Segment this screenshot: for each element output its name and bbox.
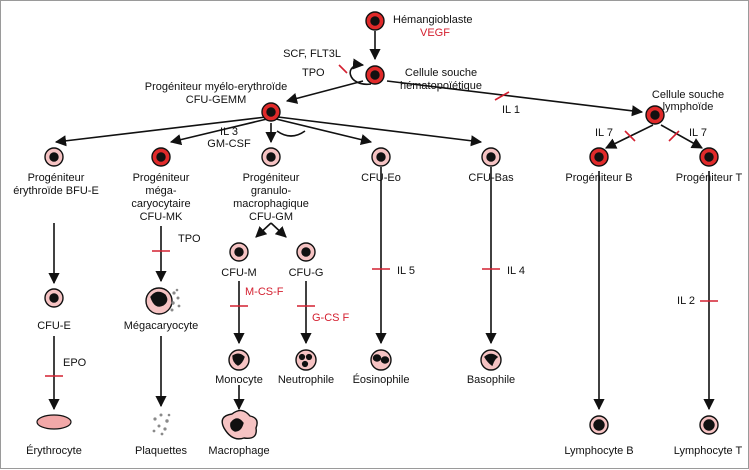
- label-epo: EPO: [63, 357, 87, 369]
- label-stem-line1: Cellule souche: [404, 67, 478, 79]
- label-lymphocyte-b: Lymphocyte B: [564, 445, 634, 457]
- label-gemm-line2: CFU-GEMM: [185, 94, 247, 106]
- cfu-g-cell: [296, 242, 316, 262]
- label-scf: SCF, FLT3L: [283, 48, 341, 60]
- label-macrophage: Macrophage: [208, 445, 270, 457]
- label-bfue-line2: érythroïde BFU-E: [13, 185, 99, 197]
- label-tpo-top: TPO: [302, 67, 325, 79]
- cfu-mk-cell: [151, 147, 171, 167]
- label-cfu-e: CFU-E: [37, 320, 71, 332]
- label-il1: IL 1: [502, 104, 520, 116]
- label-mk-line1: Progéniteur: [132, 172, 190, 184]
- label-lymph-stem-line2: lymphoïde: [662, 101, 714, 113]
- label-bfue-line1: Progéniteur: [27, 172, 85, 184]
- tick-il1: [494, 91, 510, 101]
- label-il3-line1: IL 3: [220, 126, 238, 138]
- cells: [44, 11, 719, 440]
- cfu-m-cell: [229, 242, 249, 262]
- label-mcsf: M-CS-F: [245, 286, 284, 298]
- label-basophile: Basophile: [466, 374, 516, 386]
- bfu-e-cell: [44, 147, 64, 167]
- label-plaquettes: Plaquettes: [135, 445, 187, 457]
- neutrophile-cell: [295, 349, 317, 371]
- monocyte-cell: [228, 349, 250, 371]
- label-gm-line2: granulo-: [250, 185, 292, 197]
- platelet-dots: [152, 288, 181, 436]
- label-mk-line4: CFU-MK: [139, 211, 183, 223]
- prog-t-cell: [699, 147, 719, 167]
- label-lymph-stem-line1: Cellule souche: [651, 89, 725, 101]
- cfu-bas-cell: [481, 147, 501, 167]
- label-eosinophile: Éosinophile: [352, 374, 410, 386]
- arrow-stem-to-lymphoid: [386, 80, 644, 117]
- arrow-lymph-to-progt: [660, 124, 703, 149]
- label-mk-line3: caryocytaire: [131, 198, 191, 210]
- label-il3-line2: GM-CSF: [207, 138, 251, 150]
- label-neutrophile: Neutrophile: [277, 374, 335, 386]
- label-il7-t: IL 7: [689, 127, 707, 139]
- label-cfu-bas: CFU-Bas: [468, 172, 514, 184]
- label-lymphocyte-t: Lymphocyte T: [673, 445, 743, 457]
- label-cfu-m: CFU-M: [221, 267, 257, 279]
- label-monocyte: Monocyte: [215, 374, 263, 386]
- label-cfu-eo: CFU-Eo: [361, 172, 401, 184]
- eosinophile-cell: [370, 349, 392, 371]
- arrow-gemm-to-cfueo: [275, 118, 373, 146]
- basophile-cell: [480, 349, 502, 371]
- arrow-gemm-to-cfubas: [277, 116, 483, 147]
- label-il4: IL 4: [507, 265, 525, 277]
- label-gm-line3: macrophagique: [233, 198, 309, 210]
- prog-b-cell: [589, 147, 609, 167]
- label-erythrocyte: Érythrocyte: [26, 445, 82, 457]
- self-renewal-loop: [349, 58, 372, 85]
- arrow-gemm-to-cfumk: [169, 118, 268, 146]
- il3-arc: [276, 130, 306, 137]
- lymphocyte-t-cell: [699, 415, 719, 435]
- label-stem-line2: hématopoïétique: [400, 80, 482, 92]
- tick-il7-t: [668, 130, 680, 142]
- arrow-gemm-to-bfue: [54, 116, 267, 147]
- lymphocyte-b-cell: [589, 415, 609, 435]
- cfu-gemm-cell: [261, 102, 281, 122]
- arrow-gm-split-right: [270, 222, 287, 238]
- cfu-e-cell: [44, 288, 64, 308]
- erythrocyte-shape: [36, 414, 72, 430]
- label-gm-line1: Progéniteur: [242, 172, 300, 184]
- hemangioblast-cell: [365, 11, 385, 31]
- label-tpo-mk: TPO: [178, 233, 201, 245]
- connector-lines: [48, 31, 715, 411]
- tick-scf: [338, 64, 348, 74]
- lymphoid-stem-cell: [645, 105, 665, 125]
- label-gm-line4: CFU-GM: [249, 211, 293, 223]
- label-prog-b: Progéniteur B: [565, 172, 633, 184]
- tick-il7-b: [624, 130, 636, 142]
- label-megacaryocyte: Mégacaryocyte: [123, 320, 199, 332]
- arrow-stem-to-gemm: [285, 80, 364, 104]
- label-cfu-g: CFU-G: [288, 267, 324, 279]
- megacaryocyte-cell: [145, 287, 173, 315]
- arrow-gm-split-left: [255, 222, 272, 238]
- factor-ticks: [45, 64, 718, 377]
- macrophage-cell: [221, 409, 258, 440]
- label-mk-line2: méga-: [145, 185, 177, 197]
- label-il2: IL 2: [677, 295, 695, 307]
- label-vegf: VEGF: [420, 27, 450, 39]
- cfu-gm-cell: [261, 147, 281, 167]
- stem-cell: [365, 65, 385, 85]
- label-il5: IL 5: [397, 265, 415, 277]
- label-hemangioblaste: Hémangioblaste: [393, 14, 473, 26]
- label-gemm-line1: Progéniteur myélo-erythroïde: [144, 81, 288, 93]
- cfu-eo-cell: [371, 147, 391, 167]
- label-il7-b: IL 7: [595, 127, 613, 139]
- label-gcsf: G-CS F: [312, 312, 350, 324]
- label-prog-t: Progéniteur T: [675, 172, 743, 184]
